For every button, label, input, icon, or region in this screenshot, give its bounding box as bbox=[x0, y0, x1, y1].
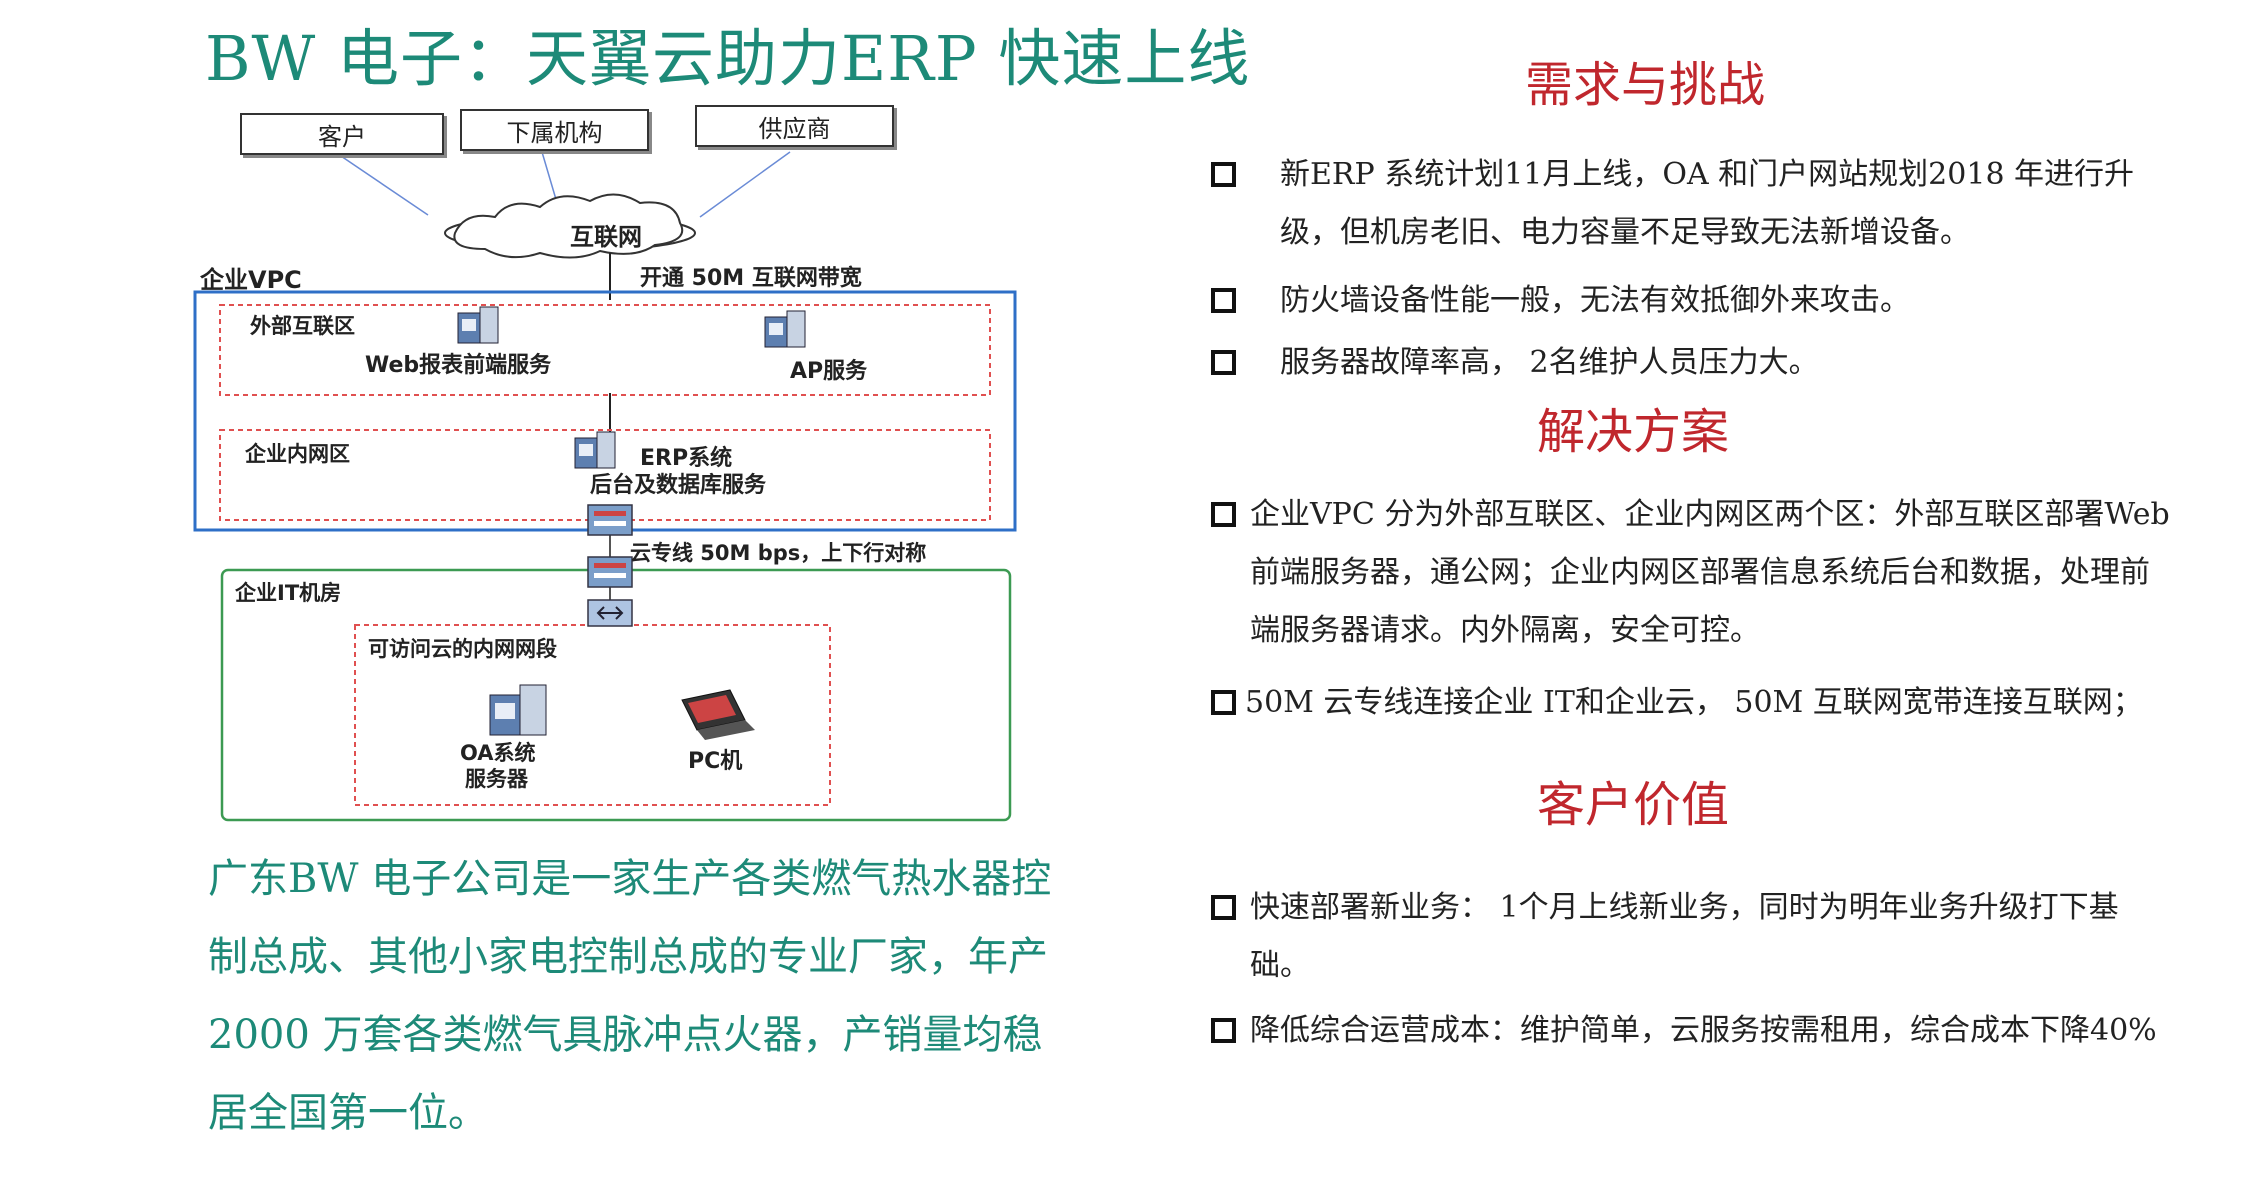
cloud-outline-icon bbox=[453, 193, 684, 259]
pc-label: PC机 bbox=[688, 749, 743, 774]
switch-icon bbox=[587, 599, 633, 627]
network-diagram: 客户 下属机构 供应商 互联网 企业VPC 开通 50M 互联网带宽 外部互联区… bbox=[190, 95, 1040, 835]
value-heading: 客户价值 bbox=[1537, 777, 1730, 833]
oa-server-icon bbox=[489, 684, 547, 736]
challenge-item: 服务器故障率高， 2名维护人员压力大。 bbox=[1280, 345, 1819, 380]
ap-server-label: AP服务 bbox=[790, 359, 868, 384]
challenge-item: 新ERP 系统计划11月上线，OA 和门户网站规划2018 年进行升级，但机房老… bbox=[1280, 157, 2135, 250]
it-room-label: 企业IT机房 bbox=[235, 581, 342, 605]
access-segment-label: 可访问云的内网网段 bbox=[368, 637, 557, 661]
solution-item: 企业VPC 分为外部互联区、企业内网区两个区：外部互联区部署Web 前端服务器，… bbox=[1250, 497, 2170, 648]
router-icon bbox=[587, 556, 633, 588]
internet-label: 互联网 bbox=[570, 223, 642, 251]
erp-label-line2: 后台及数据库服务 bbox=[590, 473, 767, 498]
internal-zone-label: 企业内网区 bbox=[245, 442, 350, 466]
oa-label-line1: OA系统 bbox=[460, 741, 536, 765]
value-item: 快速部署新业务： 1个月上线新业务，同时为明年业务升级打下基础。 bbox=[1250, 890, 2119, 983]
erp-server-icon bbox=[574, 431, 616, 469]
bandwidth-label: 开通 50M 互联网带宽 bbox=[640, 266, 862, 291]
value-item: 降低综合运营成本：维护简单，云服务按需租用，综合成本下降40% bbox=[1250, 1013, 2157, 1048]
checkbox-icon bbox=[1211, 350, 1236, 375]
pc-laptop-icon bbox=[681, 689, 755, 740]
external-zone-label: 外部互联区 bbox=[250, 314, 355, 338]
checkbox-icon bbox=[1211, 162, 1236, 187]
customer-box: 客户 bbox=[240, 113, 444, 155]
web-server-label: Web报表前端服务 bbox=[365, 353, 552, 378]
subsidiary-box: 下属机构 bbox=[460, 109, 649, 151]
firewall-icon bbox=[587, 504, 633, 536]
erp-label-line1: ERP系统 bbox=[640, 446, 733, 471]
challenge-item: 防火墙设备性能一般，无法有效抵御外来攻击。 bbox=[1280, 283, 1910, 318]
solution-item: 50M 云专线连接企业 IT和企业云， 50M 互联网宽带连接互联网； bbox=[1245, 685, 2143, 720]
oa-label-line2: 服务器 bbox=[465, 767, 528, 791]
checkbox-icon bbox=[1211, 1018, 1236, 1043]
web-server-icon bbox=[457, 306, 499, 344]
ap-server-icon bbox=[764, 310, 806, 348]
supplier-box: 供应商 bbox=[695, 105, 894, 147]
checkbox-icon bbox=[1211, 288, 1236, 313]
diagram-lines bbox=[193, 151, 1017, 822]
company-description: 广东BW 电子公司是一家生产各类燃气热水器控制总成、其他小家电控制总成的专业厂家… bbox=[208, 856, 1052, 1136]
dedicated-line-label: 云专线 50M bps，上下行对称 bbox=[630, 541, 927, 565]
challenges-heading: 需求与挑战 bbox=[1525, 57, 1766, 113]
checkbox-icon bbox=[1211, 895, 1236, 920]
checkbox-icon bbox=[1211, 502, 1236, 527]
checkbox-icon bbox=[1211, 690, 1236, 715]
vpc-label: 企业VPC bbox=[200, 266, 302, 294]
solution-heading: 解决方案 bbox=[1537, 404, 1730, 460]
page-title: BW 电子：天翼云助力ERP 快速上线 bbox=[205, 22, 1251, 95]
